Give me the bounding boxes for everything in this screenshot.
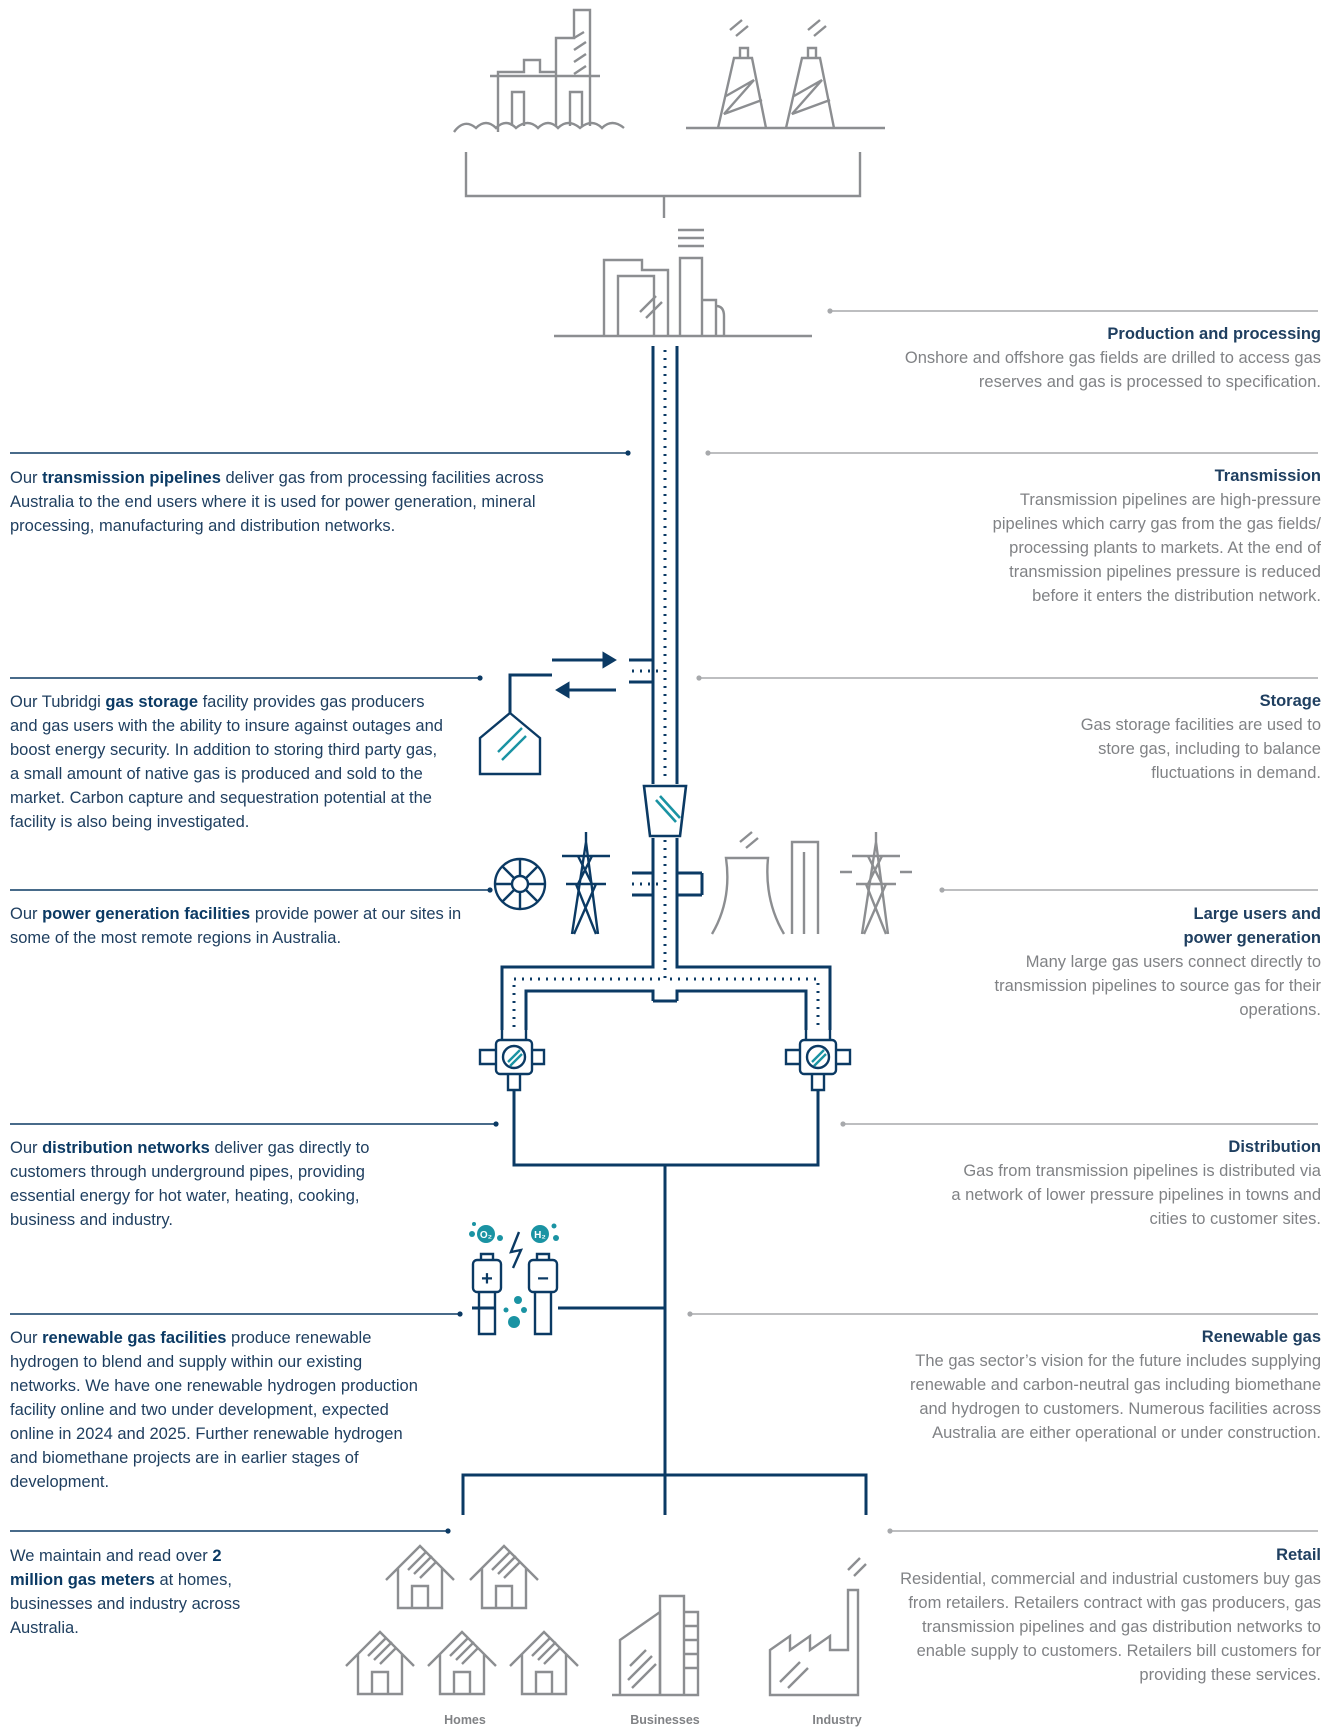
pipe-flow-dots	[512, 350, 820, 1030]
storage-title: Storage	[1259, 692, 1321, 710]
plus-label: +	[481, 1268, 493, 1290]
gas-storage-tank-icon	[478, 711, 542, 776]
industry-icon	[768, 1557, 867, 1697]
large-users-title: Large users and power generation	[1183, 905, 1321, 947]
left-transmission-text: Our transmission pipelines deliver gas f…	[10, 469, 544, 535]
production-body: Onshore and offshore gas fields are dril…	[904, 349, 1321, 391]
retail-title: Retail	[1276, 1546, 1321, 1564]
large-users-body: Many large gas users connect directly to…	[994, 953, 1322, 1019]
distribution-network	[461, 1090, 868, 1515]
renewable-body: The gas sector’s vision for the future i…	[910, 1352, 1321, 1442]
homes-icon	[345, 1544, 579, 1696]
transmission-pipeline	[500, 346, 832, 1030]
turbine-icon	[493, 857, 547, 911]
h2-label: H₂	[534, 1230, 546, 1241]
left-renewable-text: Our renewable gas facilities produce ren…	[10, 1329, 418, 1491]
transmission-tower-icon	[840, 832, 912, 935]
offshore-platform-icon	[453, 8, 625, 133]
cooling-tower-icon	[710, 831, 786, 935]
factory-stack-icon	[790, 840, 820, 934]
retail-body: Residential, commercial and industrial c…	[900, 1570, 1321, 1684]
onshore-gas-field-icon	[686, 19, 885, 130]
transmission-title: Transmission	[1214, 467, 1321, 485]
businesses-icon	[612, 1594, 700, 1697]
production-title: Production and processing	[1107, 325, 1321, 343]
right-connectors	[690, 310, 1318, 1532]
businesses-caption: Businesses	[630, 1713, 700, 1727]
hydrogen-electrolyser-icon: O₂ H₂ + −	[469, 1222, 559, 1336]
pressure-regulator-icon	[784, 1030, 852, 1092]
o2-label: O₂	[480, 1230, 492, 1241]
valve-icon	[642, 784, 688, 838]
industry-caption: Industry	[812, 1713, 862, 1727]
left-connectors	[10, 452, 628, 1532]
processing-plant-icon	[554, 228, 812, 338]
storage-body: Gas storage facilities are used to store…	[1080, 716, 1321, 782]
transmission-body: Transmission pipelines are high-pressure…	[992, 491, 1321, 605]
pressure-regulator-icon	[478, 1030, 546, 1092]
minus-label: −	[537, 1268, 549, 1290]
distribution-title: Distribution	[1228, 1138, 1321, 1156]
left-storage-text: Our Tubridgi gas storage facility provid…	[10, 693, 443, 831]
left-retail-text: We maintain and read over 2 million gas …	[10, 1547, 241, 1637]
renewable-title: Renewable gas	[1201, 1328, 1321, 1346]
distribution-body: Gas from transmission pipelines is distr…	[951, 1162, 1321, 1228]
left-power-text: Our power generation facilities provide …	[10, 905, 462, 947]
homes-caption: Homes	[444, 1713, 486, 1727]
transmission-tower-icon	[562, 832, 610, 935]
left-distribution-text: Our distribution networks deliver gas di…	[10, 1139, 370, 1229]
